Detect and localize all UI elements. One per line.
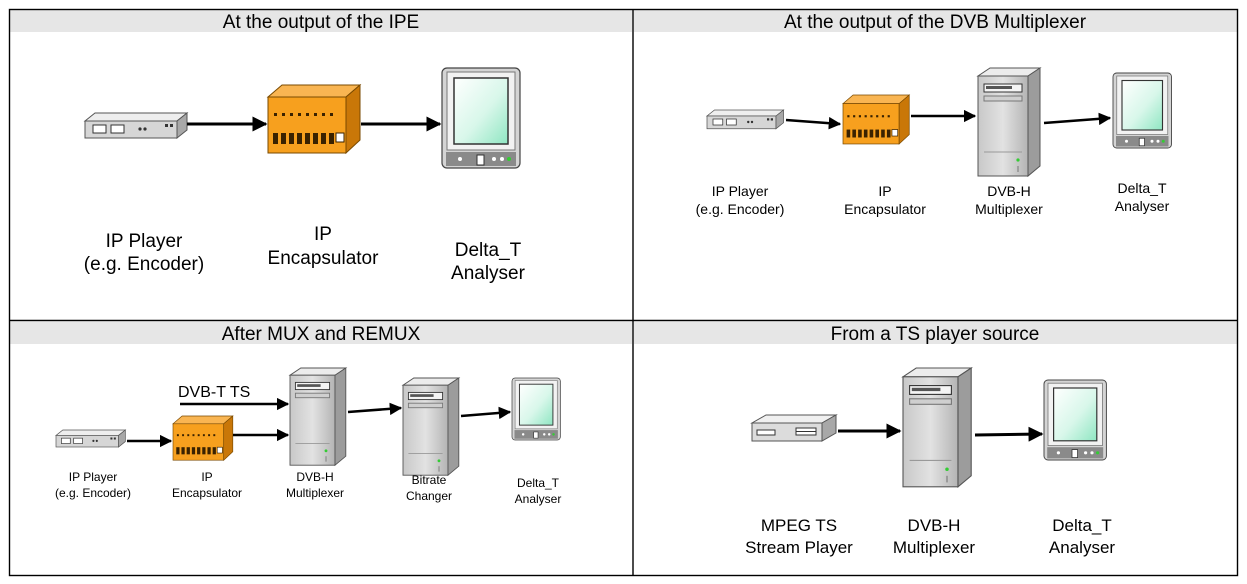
node-label: IP Player: [712, 183, 769, 199]
panel-title-bar: [10, 10, 632, 32]
node-label: Multiplexer: [893, 538, 976, 557]
node-label: Analyser: [1115, 198, 1170, 214]
multiplexer-icon: [901, 366, 974, 488]
node-label: Delta_T: [1117, 180, 1166, 196]
node-label: Delta_T: [455, 240, 522, 261]
ts-player-icon: [750, 414, 838, 442]
node-label: Multiplexer: [975, 201, 1043, 217]
node-label: IP: [878, 183, 891, 199]
bitrate-changer-icon: [401, 377, 461, 477]
node-label: IP: [314, 224, 332, 245]
panel-title: After MUX and REMUX: [222, 324, 421, 345]
node-label: Bitrate: [412, 473, 447, 487]
encapsulator-icon: [172, 415, 234, 461]
panel-title: At the output of the IPE: [223, 12, 419, 33]
multiplexer-icon: [288, 367, 348, 467]
encapsulator-icon: [842, 94, 911, 145]
panel-title-bar: [634, 10, 1237, 32]
node-label: DVB-H: [987, 183, 1031, 199]
panel-title: From a TS player source: [831, 324, 1040, 345]
arrow: [347, 402, 403, 416]
node-label: Delta_T: [1052, 516, 1112, 535]
node-label: Analyser: [515, 492, 562, 506]
panel-dvb-mux-output: At the output of the DVB Multiplexer: [634, 10, 1237, 217]
panel-title: At the output of the DVB Multiplexer: [784, 12, 1087, 33]
panel-mux-remux: After MUX and REMUX: [10, 322, 632, 506]
analyser-icon: [441, 67, 521, 169]
encapsulator-icon: [266, 83, 362, 155]
arrow: [460, 406, 512, 420]
analyser-icon: [511, 377, 561, 441]
node-label: Analyser: [451, 263, 526, 284]
node-label: Stream Player: [745, 538, 853, 557]
input-stream-label: DVB-T TS: [178, 384, 250, 401]
panel-grid: [8, 8, 1239, 577]
node-label: Encapsulator: [844, 201, 926, 217]
panel-title-bar: [634, 322, 1237, 344]
node-label: DVB-H: [908, 516, 961, 535]
node-label: IP Player: [69, 470, 117, 484]
multiplexer-icon: [976, 67, 1042, 178]
arrow: [785, 116, 842, 130]
node-label: Encapsulator: [172, 486, 242, 500]
node-label: Analyser: [1049, 538, 1115, 557]
node-label: Changer: [406, 489, 452, 503]
node-label: (e.g. Encoder): [84, 254, 204, 275]
node-label: Delta_T: [517, 476, 560, 490]
node-label: MPEG TS: [761, 516, 837, 535]
node-label: (e.g. Encoder): [696, 201, 785, 217]
panel-ts-player-source: From a TS player source: [634, 322, 1237, 557]
node-label: IP: [201, 470, 212, 484]
analyser-icon: [1112, 72, 1172, 149]
analyser-icon: [1043, 379, 1107, 461]
node-label: IP Player: [106, 231, 183, 252]
arrow: [974, 426, 1044, 442]
node-label: (e.g. Encoder): [55, 486, 131, 500]
ip-player-icon: [83, 111, 189, 140]
panel-ipe-output: At the output of the IPE: [10, 10, 632, 284]
node-label: Multiplexer: [286, 486, 344, 500]
node-label: DVB-H: [296, 470, 333, 484]
ip-player-icon: [55, 429, 127, 448]
ip-player-icon: [705, 109, 785, 130]
panel-title-bar: [10, 322, 632, 344]
node-label: Encapsulator: [268, 248, 380, 269]
arrow: [1043, 112, 1112, 126]
